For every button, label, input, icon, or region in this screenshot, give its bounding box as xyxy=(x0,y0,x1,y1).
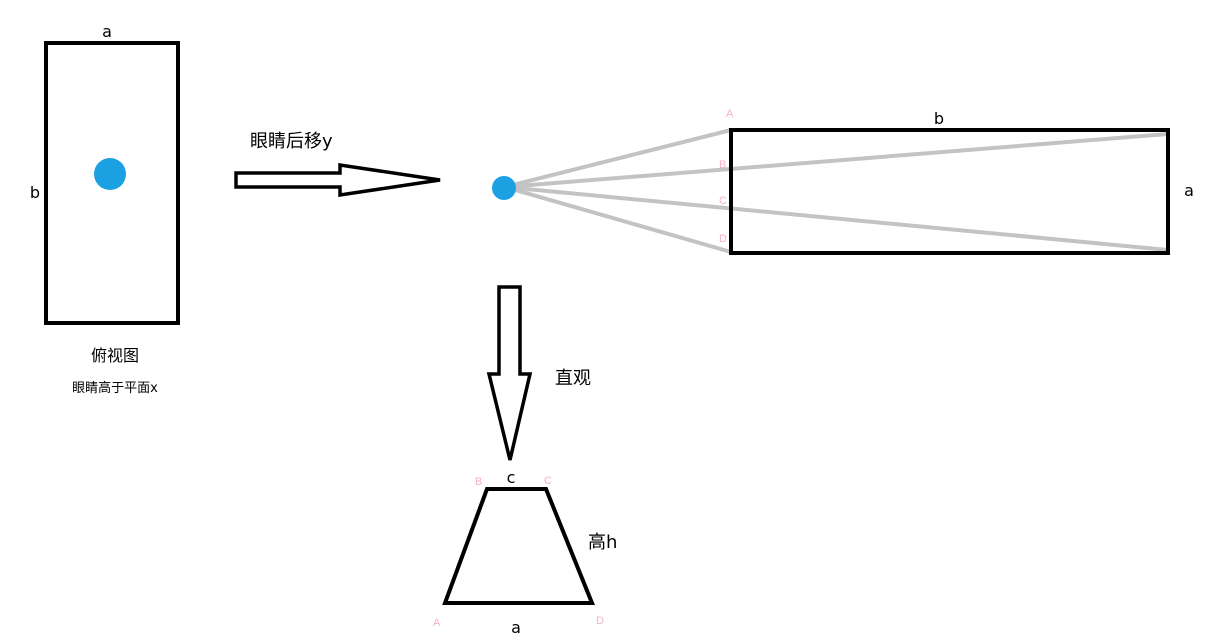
sight-line-d xyxy=(504,185,732,254)
side-view: b a A B C D xyxy=(492,108,1194,255)
top-view-caption: 俯视图 xyxy=(91,346,139,365)
arrow-down-label: 直观 xyxy=(555,368,591,389)
trapezoid-corner-a: A xyxy=(433,617,441,629)
trapezoid-corner-b: B xyxy=(475,476,482,488)
top-view-label-b: b xyxy=(30,183,40,202)
arrow-right-shape xyxy=(234,162,441,198)
trapezoid-label-bottom: a xyxy=(511,618,521,637)
top-view-label-a: a xyxy=(102,22,112,41)
arrow-down-shape xyxy=(486,285,533,461)
trapezoid-corner-d: D xyxy=(596,615,604,627)
side-corner-label-d: D xyxy=(719,233,727,245)
arrow-right: 眼睛后移y xyxy=(234,131,441,198)
top-view-note: 眼睛高于平面x xyxy=(72,380,158,396)
sight-line-a xyxy=(504,128,732,189)
trapezoid-corner-c: C xyxy=(544,475,552,487)
top-view-rectangle xyxy=(44,41,180,325)
trapezoid-label-height: 高h xyxy=(588,532,617,553)
arrow-down: 直观 xyxy=(486,285,591,461)
trapezoid-label-top: c xyxy=(507,468,516,487)
arrow-right-label: 眼睛后移y xyxy=(250,131,333,152)
eye-dot-top-view xyxy=(94,158,126,190)
trapezoid-shape xyxy=(442,487,595,605)
trapezoid-view: c a 高h B C A D xyxy=(433,468,617,637)
side-corner-label-c: C xyxy=(719,195,727,207)
top-view: a b 俯视图 眼睛高于平面x xyxy=(30,22,180,396)
side-view-label-a: a xyxy=(1184,181,1194,200)
sight-line-c xyxy=(504,185,1169,252)
side-view-label-b: b xyxy=(934,109,944,128)
sight-line-b xyxy=(504,132,1169,189)
eye-dot-side-view xyxy=(492,176,516,200)
side-view-rectangle xyxy=(729,128,1170,255)
side-corner-label-a: A xyxy=(726,108,734,120)
side-corner-label-b: B xyxy=(719,159,726,171)
